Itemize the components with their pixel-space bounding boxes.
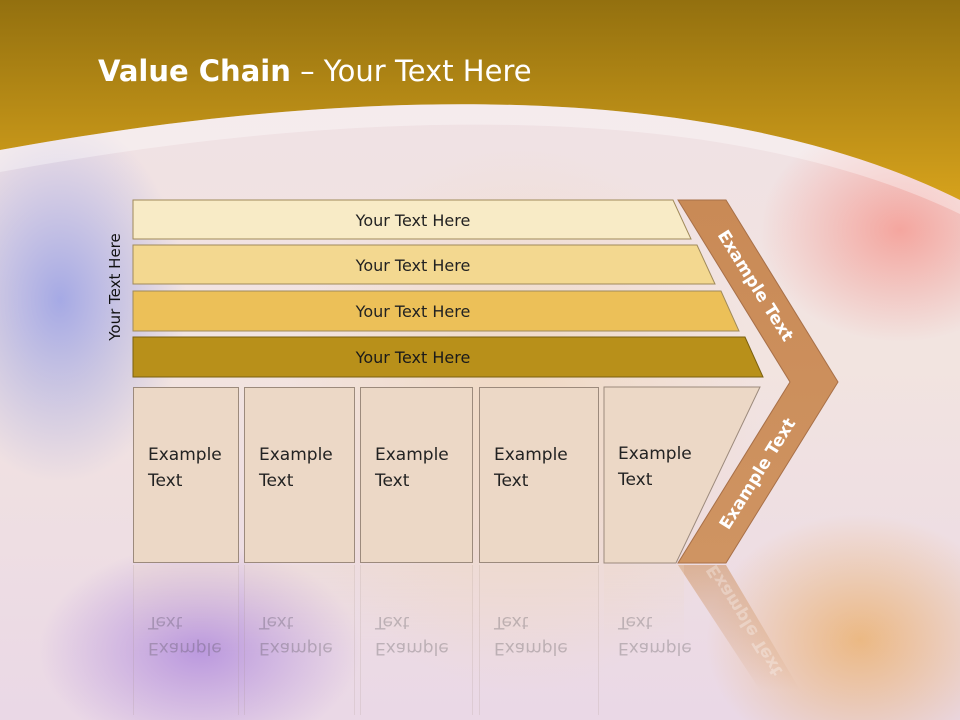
card-2-line2: Text (259, 471, 294, 491)
card-1-line2: Text (148, 471, 183, 491)
card-4-reflection: Example Text (479, 565, 599, 715)
title-bold: Value Chain (98, 54, 291, 88)
row-4-text: Your Text Here (355, 347, 471, 367)
card-5-line2: Text (618, 470, 653, 490)
row-label-1: Your Text Here (133, 200, 693, 240)
card-1-reflection-line2: Text (148, 612, 183, 632)
row-bar-1 (132, 199, 692, 240)
row-3-text: Your Text Here (355, 301, 471, 321)
card-3-line1: Example (375, 445, 449, 465)
card-2-reflection-line2: Text (259, 612, 294, 632)
row-label-4: Your Text Here (133, 337, 693, 377)
row-bar-4 (132, 336, 764, 378)
card-3-reflection: Example Text (360, 565, 473, 715)
card-1-reflection: Example Text (133, 565, 239, 715)
row-1-text: Your Text Here (355, 210, 471, 230)
card-2-reflection: Example Text (244, 565, 355, 715)
row-2-text: Your Text Here (355, 255, 471, 275)
card-5-reflection: Example Text (604, 565, 692, 715)
card-5-shape (603, 386, 761, 564)
title-rest: – Your Text Here (290, 54, 532, 88)
card-3-line2: Text (375, 471, 410, 491)
row-label-2: Your Text Here (133, 245, 693, 285)
card-1-reflection-line1: Example (148, 638, 222, 658)
card-5-line1: Example (618, 444, 692, 464)
card-4-reflection-line2: Text (494, 612, 529, 632)
card-5-reflection-line2: Text (618, 612, 653, 632)
card-5-reflection-line1: Example (618, 638, 692, 658)
card-3-reflection-line1: Example (375, 638, 449, 658)
card-4-reflection-line1: Example (494, 638, 568, 658)
card-4-line1: Example (494, 445, 568, 465)
card-1-line1: Example (148, 445, 222, 465)
card-2-line1: Example (259, 445, 333, 465)
card-4-line2: Text (494, 471, 529, 491)
page-title: Value Chain – Your Text Here (98, 54, 532, 88)
card-2-reflection-line1: Example (259, 638, 333, 658)
row-bar-2 (132, 244, 716, 285)
chevron-arrow (677, 199, 839, 564)
row-bar-3 (132, 290, 740, 332)
card-3-reflection-line2: Text (375, 612, 410, 632)
chevron-reflection (678, 565, 800, 690)
row-label-3: Your Text Here (133, 291, 693, 331)
